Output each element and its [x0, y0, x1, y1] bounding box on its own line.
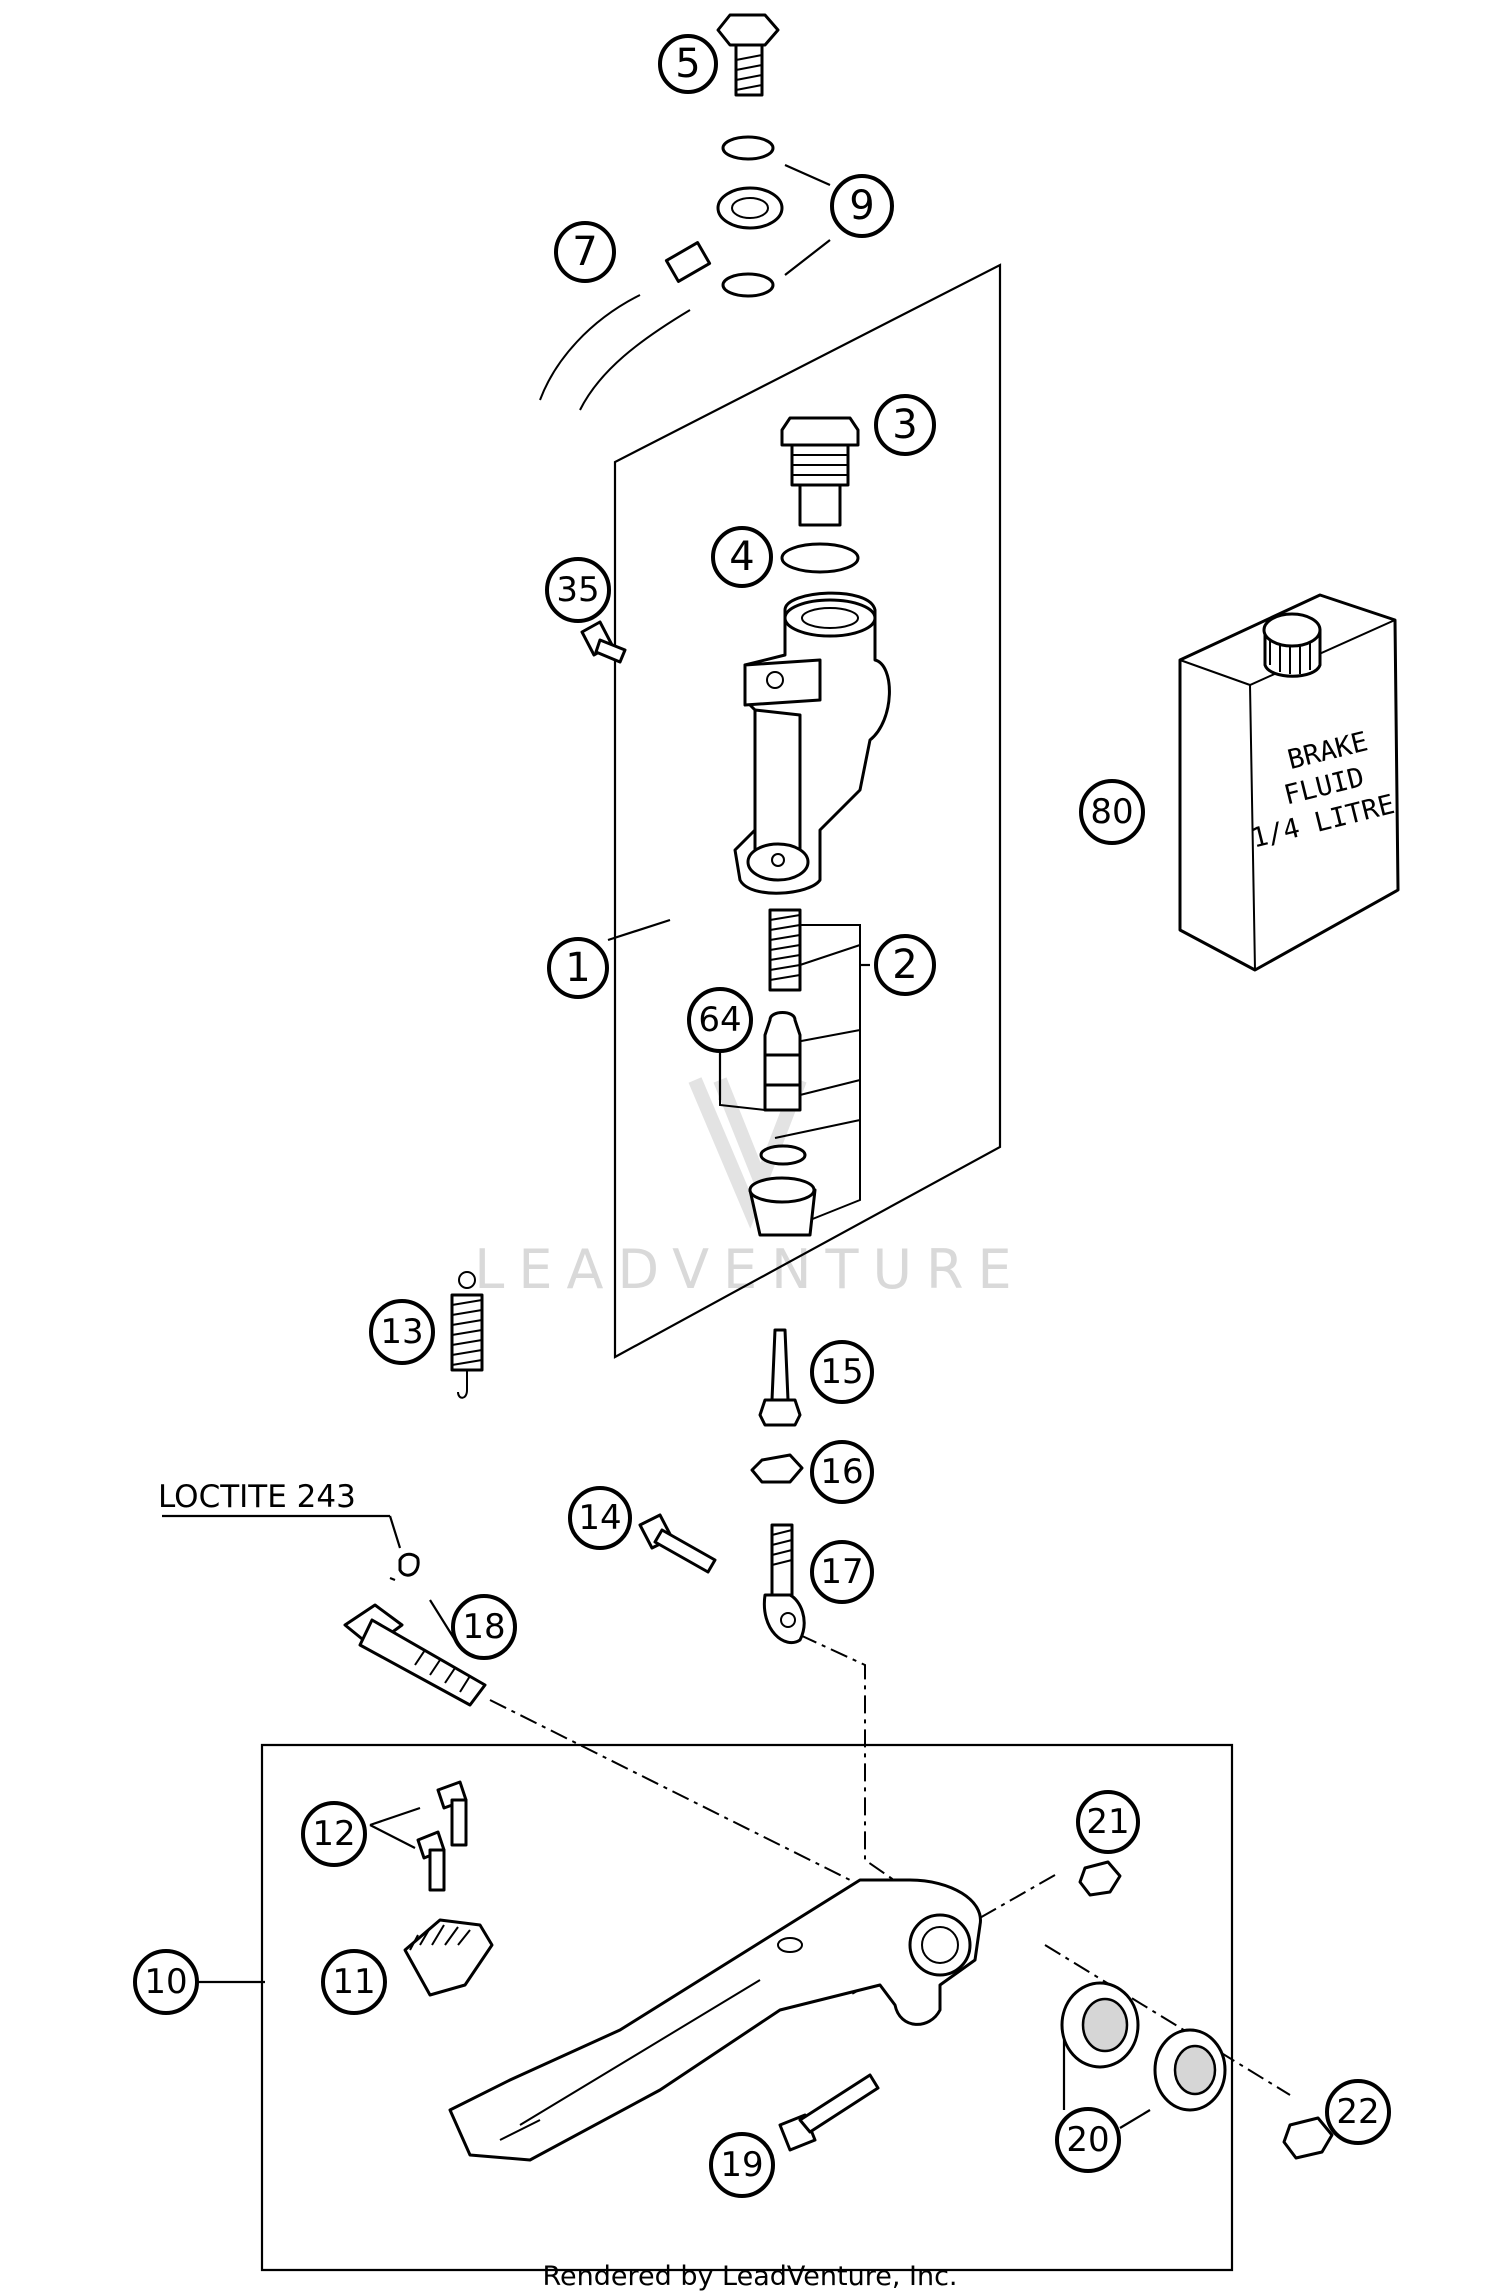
reservoir-cap-part	[780, 416, 860, 527]
callout-5: 5	[658, 34, 718, 94]
bracket-2	[769, 924, 861, 1221]
callout-80: 80	[1079, 779, 1145, 845]
watermark-text: LEADVENTURE	[474, 1238, 1025, 1301]
callout-16: 16	[810, 1440, 874, 1504]
washer-bottom-part	[721, 272, 775, 298]
callout-20-text: 21	[1086, 1802, 1129, 1842]
callout-22: 22	[1325, 2079, 1391, 2145]
callout-11-text: 11	[332, 1962, 375, 2002]
callout-11: 11	[321, 1949, 387, 2015]
callout-19-text: 19	[720, 2145, 763, 2185]
callout-35-text: 35	[556, 570, 599, 610]
callout-9-text: 9	[849, 183, 874, 229]
brake-fluid-jug-part: BRAKE FLUID 1/4 LITRE	[1178, 593, 1400, 972]
callout-13-text: 13	[380, 1312, 423, 1352]
nut-22-part	[1282, 2116, 1334, 2160]
master-cylinder-part	[733, 591, 891, 895]
callout-16-text: 16	[820, 1452, 863, 1492]
bolt-18-part	[343, 1552, 487, 1707]
bearings-part	[1060, 1981, 1227, 2112]
return-spring-part	[450, 1271, 484, 1399]
brake-pedal-part	[448, 1878, 982, 2162]
callout-14-text: 14	[578, 1498, 621, 1538]
callout-2-text: 2	[892, 942, 917, 988]
piston-kit-part	[748, 908, 817, 1237]
callout-4-text: 4	[729, 534, 754, 580]
pedal-tip-part	[403, 1918, 494, 1997]
callout-64-text: 64	[698, 1000, 741, 1040]
callout-21-text: 20	[1066, 2120, 1109, 2160]
callout-18-text: 18	[462, 1607, 505, 1647]
callout-5-text: 5	[675, 41, 700, 87]
pivot-bolt-part	[778, 2073, 880, 2152]
callout-64: 64	[687, 987, 753, 1053]
callout-22-text: 22	[1336, 2092, 1379, 2132]
callout-17-text: 17	[820, 1552, 863, 1592]
bolt-14-part	[638, 1513, 717, 1574]
brake-hose-part	[539, 186, 784, 411]
callout-21: 20	[1055, 2107, 1121, 2173]
rod-end-part	[762, 1523, 806, 1645]
callout-7: 7	[554, 221, 616, 283]
callout-10: 10	[133, 1949, 199, 2015]
pedal-assembly-frame	[260, 1743, 1234, 2272]
callout-19: 19	[709, 2132, 775, 2198]
banjo-bolt-part	[716, 13, 780, 97]
callout-12-text: 12	[312, 1814, 355, 1854]
callout-10-text: 10	[144, 1962, 187, 2002]
callout-14: 14	[568, 1486, 632, 1550]
callout-20: 21	[1076, 1790, 1140, 1854]
callout-13: 13	[369, 1299, 435, 1365]
callout-1-text: 1	[565, 945, 590, 991]
callout-4: 4	[711, 526, 773, 588]
screw-35-part	[580, 620, 627, 664]
callout-3-text: 3	[892, 402, 917, 448]
bolts-12-part	[416, 1780, 468, 1892]
callout-12: 12	[301, 1801, 367, 1867]
nut-20-part	[1078, 1860, 1122, 1897]
o-ring-part	[780, 542, 860, 574]
washer-top-part	[721, 135, 775, 161]
callout-15-text: 15	[820, 1352, 863, 1392]
callout-18: 18	[451, 1594, 517, 1660]
watermark: LEADVENTURE	[474, 1077, 1025, 1301]
nut-16-part	[750, 1453, 804, 1484]
callout-7-text: 7	[572, 229, 597, 275]
loctite-label: LOCTITE 243	[158, 1479, 356, 1515]
callout-9: 9	[830, 174, 894, 238]
bracket-64	[719, 1030, 766, 1111]
push-rod-part	[758, 1328, 802, 1427]
callout-80-text: 80	[1090, 792, 1133, 832]
callout-17: 17	[810, 1540, 874, 1604]
callout-1: 1	[547, 937, 609, 999]
callout-2: 2	[874, 934, 936, 996]
footer-credit: Rendered by LeadVenture, Inc.	[542, 2261, 957, 2292]
callout-3: 3	[874, 394, 936, 456]
callout-15: 15	[810, 1340, 874, 1404]
master-cylinder-frame	[613, 263, 1002, 1359]
callout-35: 35	[545, 557, 611, 623]
